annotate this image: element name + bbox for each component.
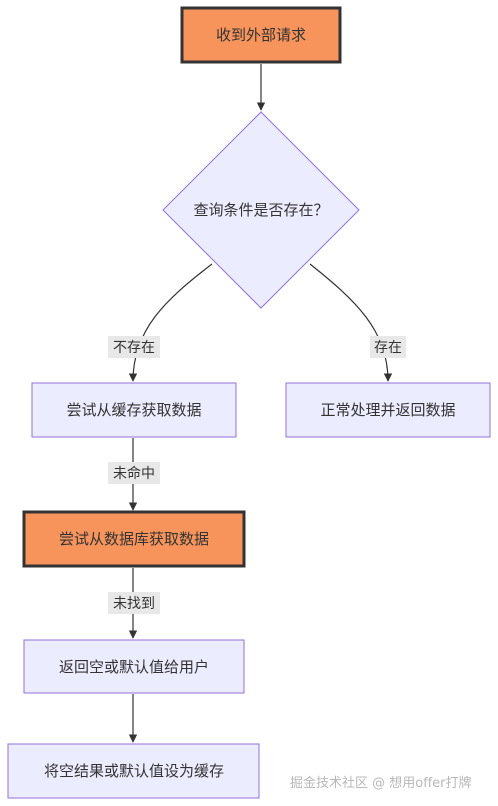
svg-text:返回空或默认值给用户: 返回空或默认值给用户 xyxy=(59,658,209,676)
edge-label-not-found: 未找到 xyxy=(108,592,160,614)
node-normal: 正常处理并返回数据 xyxy=(285,382,491,438)
watermark: 掘金技术社区 @ 想用offer打牌 xyxy=(290,776,472,791)
node-cache: 尝试从缓存获取数据 xyxy=(31,382,237,438)
node-set-cache: 将空结果或默认值设为缓存 xyxy=(7,743,260,799)
svg-text:将空结果或默认值设为缓存: 将空结果或默认值设为缓存 xyxy=(44,762,224,780)
node-database: 尝试从数据库获取数据 xyxy=(22,510,246,568)
edge-decision-to-cache xyxy=(128,263,213,382)
edge-label-miss: 未命中 xyxy=(108,462,160,484)
svg-text:查询条件是否存在？: 查询条件是否存在？ xyxy=(193,201,328,219)
svg-text:正常处理并返回数据: 正常处理并返回数据 xyxy=(320,401,455,419)
node-return-empty: 返回空或默认值给用户 xyxy=(23,639,245,694)
svg-text:尝试从缓存获取数据: 尝试从缓存获取数据 xyxy=(66,401,201,419)
svg-text:未命中: 未命中 xyxy=(113,465,155,482)
edge-label-not-exist: 不存在 xyxy=(108,336,160,358)
edge-decision-to-normal xyxy=(309,263,393,382)
svg-text:尝试从数据库获取数据: 尝试从数据库获取数据 xyxy=(59,530,209,548)
node-decision: 查询条件是否存在？ xyxy=(162,111,360,309)
edge-label-exist: 存在 xyxy=(370,336,406,358)
svg-text:未找到: 未找到 xyxy=(113,596,155,612)
node-start: 收到外部请求 xyxy=(180,6,342,64)
svg-text:存在: 存在 xyxy=(374,340,402,356)
svg-text:收到外部请求: 收到外部请求 xyxy=(216,26,306,44)
svg-text:不存在: 不存在 xyxy=(113,340,155,356)
